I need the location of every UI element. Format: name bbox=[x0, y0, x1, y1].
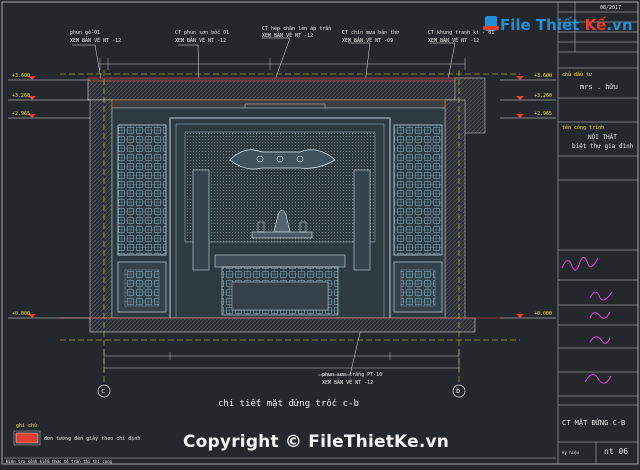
signature-2 bbox=[589, 291, 613, 301]
left-couplet-panel bbox=[192, 169, 210, 271]
callout-ref: XEM BẢN VẼ NT -09 bbox=[342, 38, 394, 44]
callout-ref: XEM BẢN VẼ NT -12 bbox=[262, 33, 314, 39]
ceiling-section bbox=[87, 79, 474, 101]
level-label: +2.965 bbox=[534, 111, 553, 117]
right-lattice-panel bbox=[393, 124, 443, 256]
signature-4 bbox=[589, 336, 611, 344]
tb-sheet-label: ký hiệu bbox=[562, 450, 579, 455]
carved-ornament bbox=[229, 149, 336, 170]
tb-owner-name: mrs . hữu bbox=[580, 83, 618, 91]
logo-text: File Thiết Kế.vn bbox=[500, 16, 633, 34]
floor-section bbox=[89, 317, 476, 333]
logo-chair-icon bbox=[483, 16, 499, 31]
bottom-dimension-lines bbox=[103, 350, 460, 372]
altar-top bbox=[251, 231, 313, 239]
level-label: +3.600 bbox=[12, 73, 31, 79]
grid-bubble-b bbox=[452, 384, 466, 398]
bottom-note: Hiện tra kênh kiểm thức tô trần thí thí … bbox=[6, 459, 112, 464]
callout-ref: XEM BẢN VẼ NT -12 bbox=[428, 38, 480, 44]
tb-date: 08/2017 bbox=[600, 5, 622, 11]
tb-drawing-name: CT MẶT ĐỨNG C-B bbox=[562, 419, 626, 427]
level-label: +0.000 bbox=[534, 311, 553, 317]
callout-ref: XEM BẢN VẼ NT -12 bbox=[175, 38, 227, 44]
callout-title: CT khung tranh kt - 01 bbox=[428, 30, 495, 36]
signature-5 bbox=[584, 374, 612, 384]
tb-owner-label: chủ đầu tư bbox=[562, 72, 593, 78]
level-label: +3.260 bbox=[12, 93, 31, 99]
altar-table-top bbox=[214, 254, 346, 268]
level-label: +3.600 bbox=[534, 73, 553, 79]
legend-text: đơn tường đến giấy theo chỉ định bbox=[44, 436, 141, 442]
center-lines bbox=[60, 70, 520, 385]
legend-title: ghi chú bbox=[16, 423, 38, 429]
level-label: +3.260 bbox=[534, 93, 553, 99]
left-lattice-panel bbox=[117, 124, 167, 256]
tb-project-label: tên công trình bbox=[562, 125, 605, 131]
title-block-grid bbox=[557, 2, 638, 464]
tb-sheet-number: nt 06 bbox=[604, 447, 629, 456]
callout-title: phun sơn trắng PT-10 bbox=[322, 372, 383, 378]
callout-title: CT hép chăn lên áp trần bbox=[262, 26, 332, 32]
callout-ref: XEM BẢN VẼ NT -12 bbox=[70, 38, 122, 44]
callout-title: CT chín mưa bán thờ bbox=[342, 30, 400, 36]
statue bbox=[273, 209, 291, 233]
level-label: +0.000 bbox=[12, 311, 31, 317]
right-couplet-panel bbox=[353, 169, 371, 271]
level-markers bbox=[8, 79, 556, 319]
grid-label-c: c bbox=[101, 387, 106, 395]
ceiling-slab bbox=[87, 77, 474, 82]
callout-ref: XEM BẢN VẼ NT -12 bbox=[322, 380, 374, 386]
grid-label-b: b bbox=[456, 387, 461, 395]
copyright-watermark: Copyright © FileThietKe.vn bbox=[183, 432, 450, 452]
right-wall-inner bbox=[444, 99, 466, 321]
signature-1 bbox=[561, 257, 599, 271]
legend-swatch bbox=[15, 432, 39, 444]
grid-bubble-c bbox=[97, 384, 111, 398]
left-wall-section bbox=[89, 99, 113, 321]
callout-title: CT phun sơn bốc 01 bbox=[175, 30, 230, 36]
callout-title: phun gỗ-01 bbox=[70, 30, 101, 36]
tb-project-sub: biệt thự gia đình bbox=[572, 143, 634, 150]
top-dimension-lines bbox=[99, 58, 466, 70]
level-triangles bbox=[28, 76, 524, 318]
tb-project-title: NỘI THẤT bbox=[588, 134, 617, 141]
level-label: +2.965 bbox=[12, 111, 31, 117]
signature-3 bbox=[589, 311, 611, 319]
drawing-caption: chi tiết mặt đứng trốc c-b bbox=[218, 399, 359, 409]
